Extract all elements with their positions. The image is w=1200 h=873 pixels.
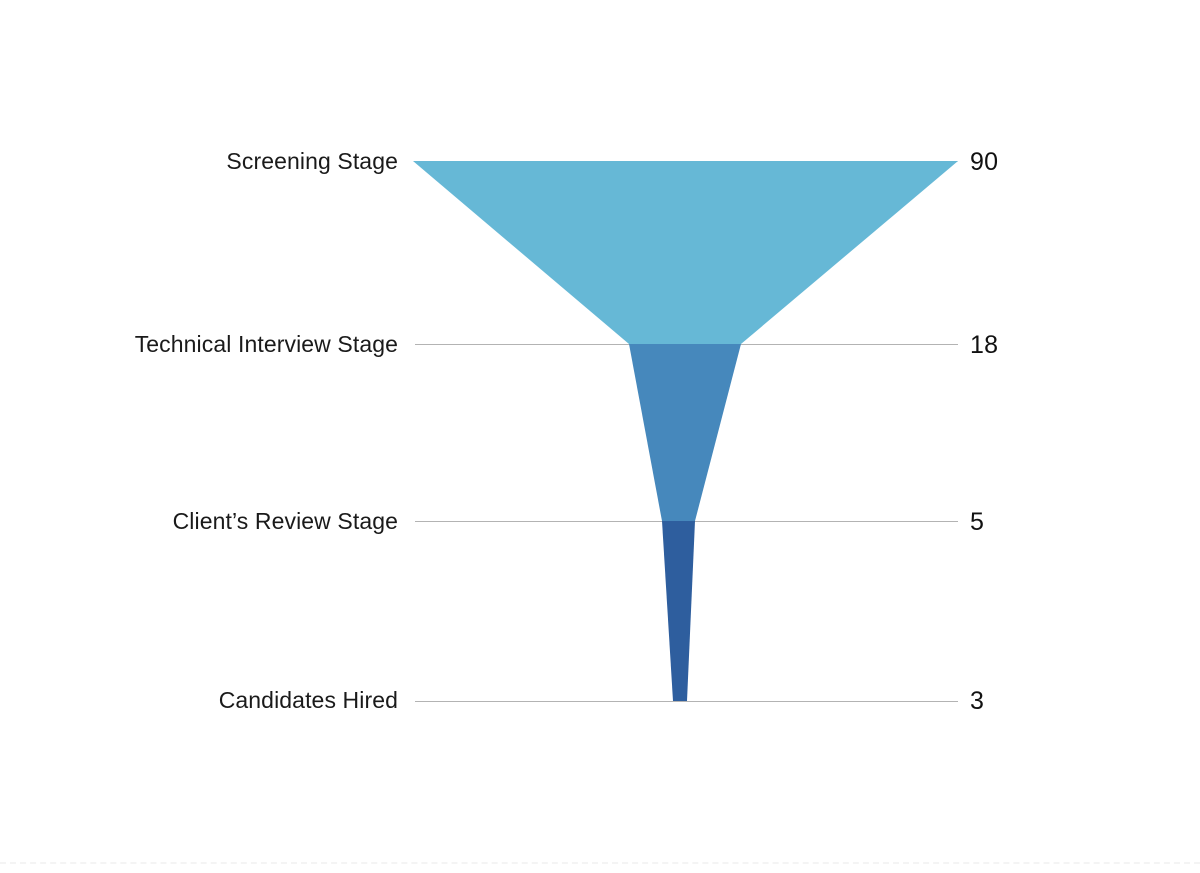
stage-label-screening-stage: Screening Stage xyxy=(226,148,398,174)
funnel-band-clients-review-stage xyxy=(662,521,695,701)
stage-value-screening-stage: 90 xyxy=(970,148,999,176)
funnel-band-technical-interview-stage xyxy=(629,344,741,521)
funnel-band-screening-stage xyxy=(413,161,958,344)
stage-label-technical-interview-stage: Technical Interview Stage xyxy=(134,331,398,357)
stage-label-clients-review-stage: Client’s Review Stage xyxy=(172,508,398,534)
stage-label-candidates-hired: Candidates Hired xyxy=(218,687,398,713)
stage-value-clients-review-stage: 5 xyxy=(970,508,985,536)
bottom-divider xyxy=(0,862,1200,864)
stage-value-candidates-hired: 3 xyxy=(970,687,985,715)
stage-value-technical-interview-stage: 18 xyxy=(970,331,999,359)
